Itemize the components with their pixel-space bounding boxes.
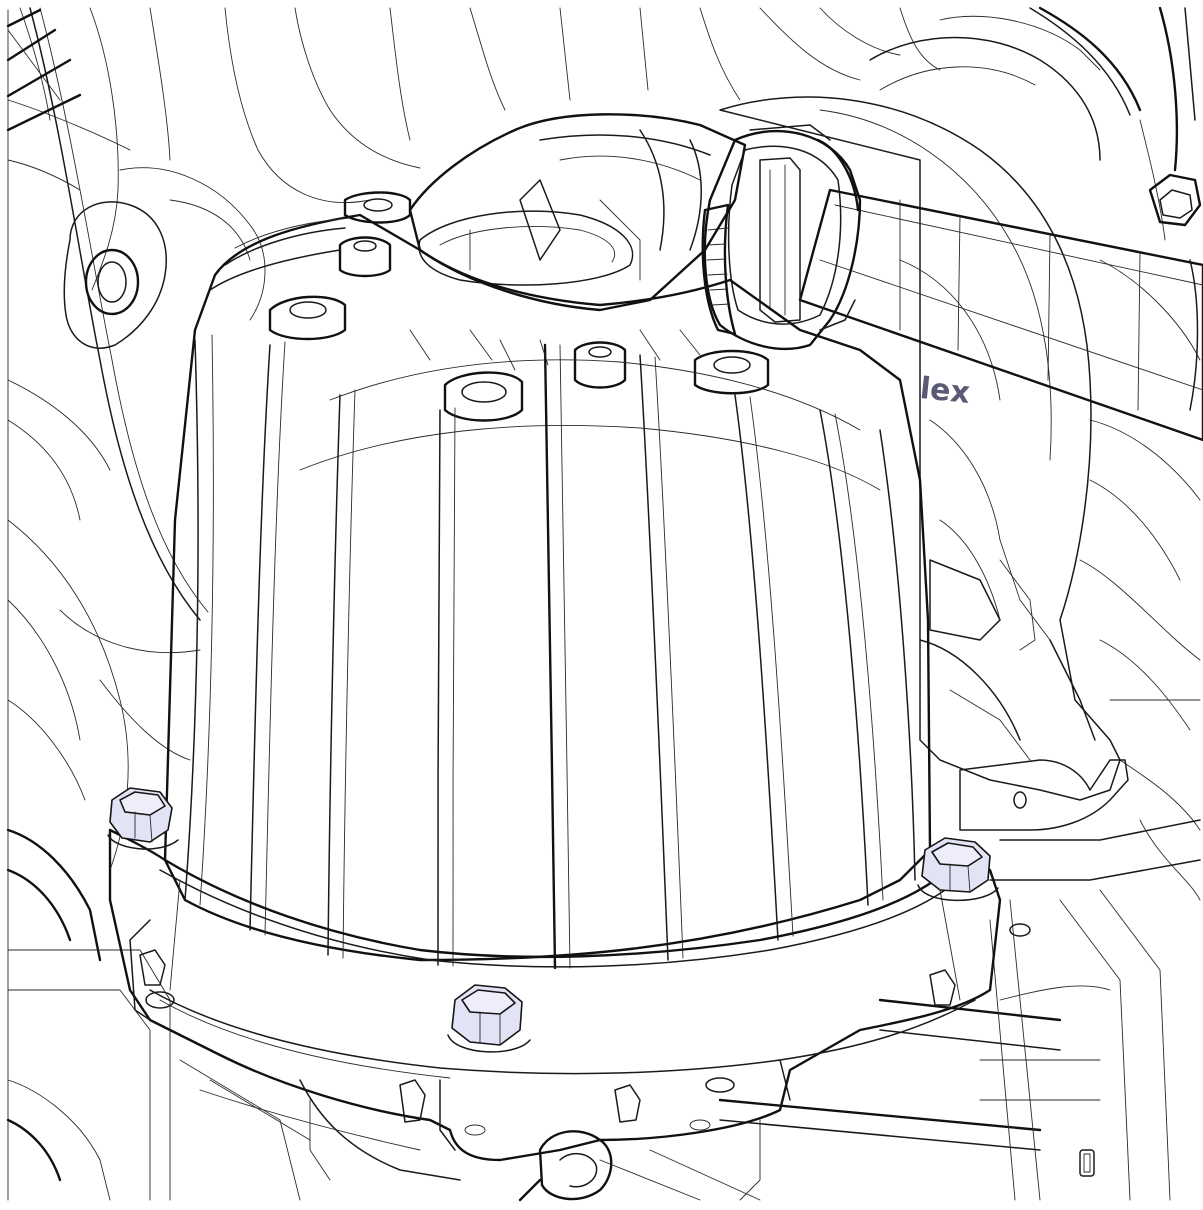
retaining-bolts	[107, 787, 999, 1053]
hose-coupling	[701, 124, 862, 351]
rear-pump-body: lex	[719, 96, 1121, 801]
top-right-bolt	[1148, 173, 1202, 227]
background-engine-lineart	[6, 6, 1202, 1202]
housing-flange	[108, 828, 1031, 1162]
coolant-hose	[701, 124, 1203, 442]
bottom-fitting	[518, 1130, 613, 1202]
bolt-right	[917, 837, 999, 902]
top-bosses	[268, 191, 770, 422]
housing-ribs	[184, 329, 916, 970]
right-mount-arm	[959, 759, 1129, 831]
bolt-left	[107, 787, 179, 850]
left-mount-boss	[63, 201, 167, 349]
bolt-center	[447, 984, 531, 1053]
filter-housing	[108, 191, 1031, 1201]
inlet-elbow	[408, 113, 747, 312]
brand-mark: lex	[918, 371, 971, 411]
hose-clip	[1079, 1149, 1095, 1177]
